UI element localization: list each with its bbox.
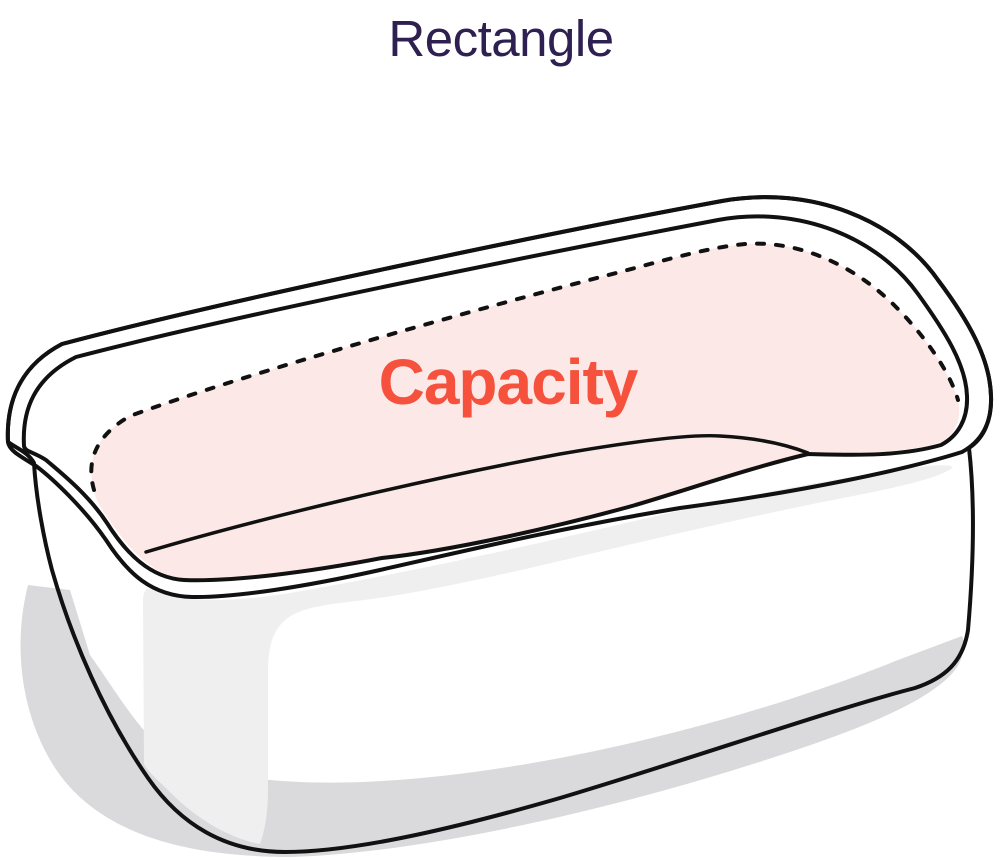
capacity-surface bbox=[91, 243, 960, 580]
rim-inner-edge bbox=[21, 214, 970, 583]
rim-outer-edge bbox=[5, 195, 994, 600]
inner-wall-curve bbox=[144, 433, 810, 554]
page-title: Rectangle bbox=[388, 10, 613, 67]
capacity-label: Capacity bbox=[379, 346, 639, 418]
fill-level-dashed-line bbox=[89, 241, 960, 492]
front-face-shading bbox=[143, 465, 953, 844]
